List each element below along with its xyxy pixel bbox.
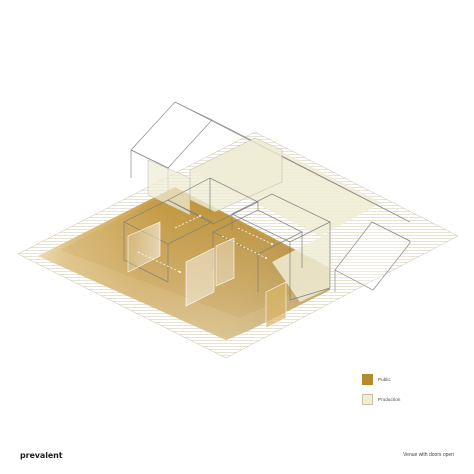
production-zone-right [272,232,330,302]
production-wall-left [147,159,191,216]
production-wall-back [189,137,283,213]
circulation-paths [137,215,273,273]
legend-label-production: Production [378,396,401,402]
brand-logo: prevalent [20,451,63,460]
public-floor-hatch [60,190,320,318]
legend-label-public: Public [378,376,391,382]
wall-panel-center [185,247,215,307]
legend-item-public: Public [362,373,401,385]
door-markers [179,215,273,273]
wall-panel-left [127,221,161,273]
diagram-caption: Venue with doors open [403,452,454,458]
wall-panel-right [265,281,287,329]
legend: Public Production [362,373,401,413]
production-swatch [362,393,373,405]
public-swatch [362,373,373,385]
legend-item-production: Production [362,393,401,405]
wall-panel-mid [215,237,235,287]
